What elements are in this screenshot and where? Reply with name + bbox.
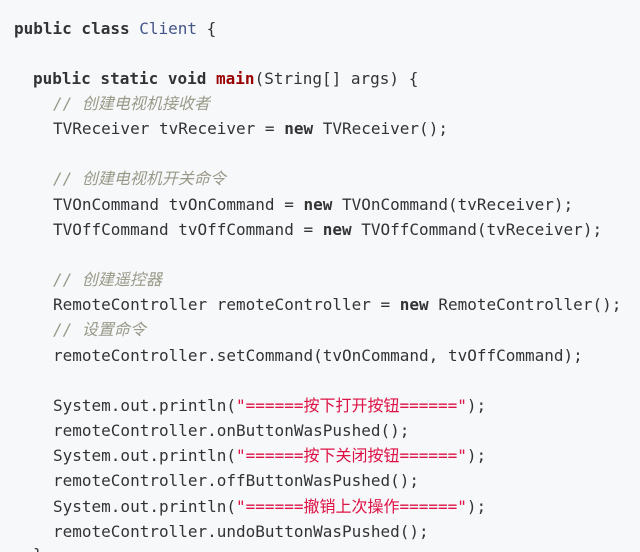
print-suffix: );: [466, 497, 487, 516]
open-brace: {: [197, 19, 217, 38]
class-keyword: public class: [14, 19, 130, 38]
receiver-right: TVReceiver();: [313, 119, 448, 138]
off-left: TVOffCommand tvOffCommand =: [53, 220, 323, 239]
code-line-set-command: remoteController.setCommand(tvOnCommand,…: [53, 346, 583, 365]
comment-set: // 设置命令: [53, 320, 146, 339]
code-line-method-decl: public static void main(String[] args) {: [33, 66, 418, 91]
code-line-print-close: System.out.println("======按下关闭按钮======")…: [53, 443, 486, 468]
method-name: main: [216, 69, 255, 88]
code-line-print-open: System.out.println("======按下打开按钮======")…: [53, 393, 486, 418]
code-line-print-undo: System.out.println("======撤销上次操作======")…: [53, 494, 486, 519]
code-line-call-undo: remoteController.undoButtonWasPushed();: [53, 522, 429, 541]
print-suffix: );: [466, 446, 487, 465]
code-line-call-off: remoteController.offButtonWasPushed();: [53, 471, 420, 490]
new-keyword: new: [303, 195, 333, 214]
on-left: TVOnCommand tvOnCommand =: [53, 195, 304, 214]
comment-switch: // 创建电视机开关命令: [53, 169, 226, 188]
print-prefix: System.out.println(: [53, 497, 237, 516]
receiver-left: TVReceiver tvReceiver =: [53, 119, 285, 138]
remote-left: RemoteController remoteController =: [53, 295, 400, 314]
print-suffix: );: [466, 396, 487, 415]
closing-brace: }: [33, 542, 43, 552]
new-keyword: new: [284, 119, 314, 138]
print-prefix: System.out.println(: [53, 446, 237, 465]
new-keyword: new: [399, 295, 429, 314]
class-name: Client: [139, 19, 198, 38]
string-open: "======按下打开按钮======": [236, 396, 467, 415]
code-line-on-command: TVOnCommand tvOnCommand = new TVOnComman…: [53, 192, 573, 217]
code-line-call-on: remoteController.onButtonWasPushed();: [53, 421, 410, 440]
on-right: TVOnCommand(tvReceiver);: [332, 195, 574, 214]
print-prefix: System.out.println(: [53, 396, 237, 415]
code-line-off-command: TVOffCommand tvOffCommand = new TVOffCom…: [53, 217, 602, 242]
code-line-class-decl: public class Client {: [14, 16, 216, 41]
remote-right: RemoteController();: [428, 295, 622, 314]
method-modifiers: public static void: [33, 69, 207, 88]
code-line-remote: RemoteController remoteController = new …: [53, 292, 621, 317]
code-line-receiver: TVReceiver tvReceiver = new TVReceiver()…: [53, 116, 448, 141]
string-undo: "======撤销上次操作======": [236, 497, 467, 516]
off-right: TVOffCommand(tvReceiver);: [351, 220, 603, 239]
comment-remote: // 创建遥控器: [53, 270, 162, 289]
method-params: (String[] args) {: [254, 69, 419, 88]
string-close: "======按下关闭按钮======": [236, 446, 467, 465]
new-keyword: new: [322, 220, 352, 239]
comment-receiver: // 创建电视机接收者: [53, 94, 210, 113]
